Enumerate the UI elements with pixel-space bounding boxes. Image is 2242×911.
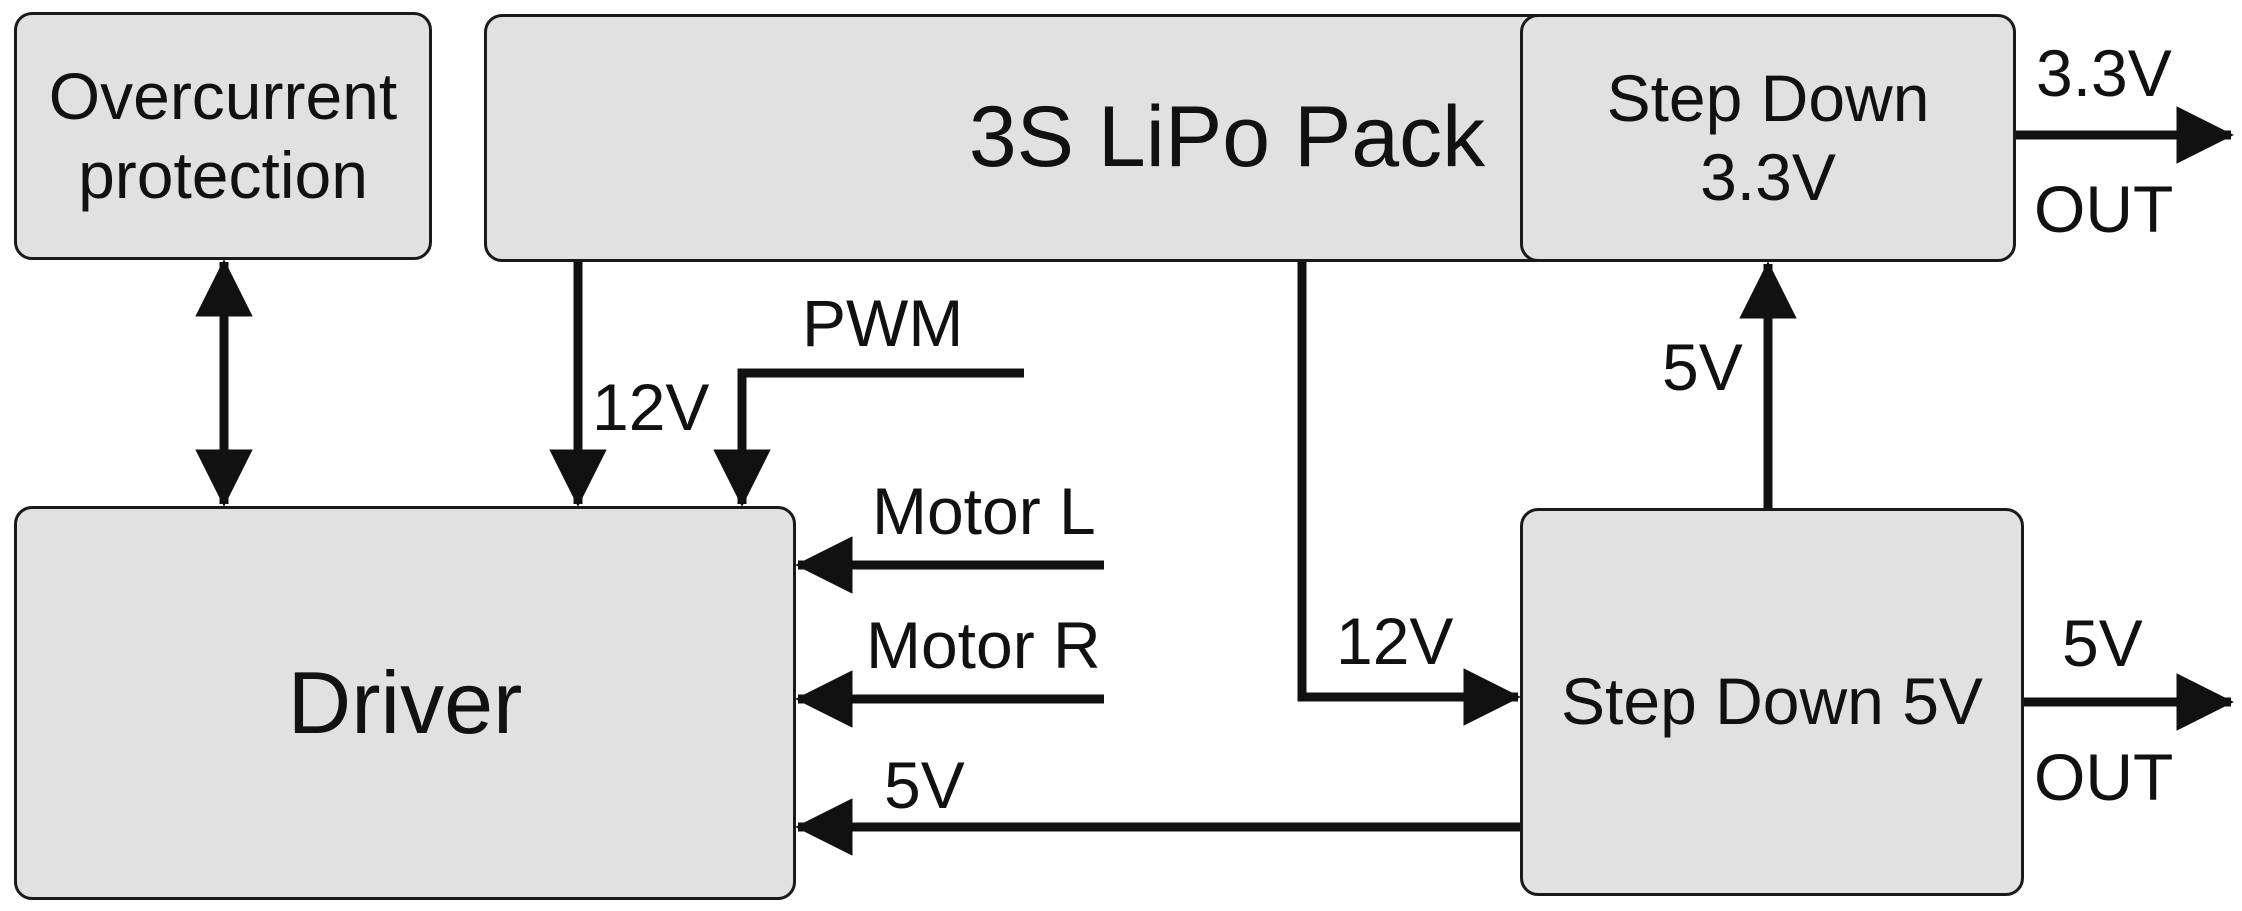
overcurrent-block-line2: protection xyxy=(78,138,368,212)
out-3v3-out-label: OUT xyxy=(2034,172,2174,246)
stepdown-5v-block: Step Down 5V xyxy=(1520,508,2024,896)
out-3v3-voltage-label: 3.3V xyxy=(2036,36,2172,110)
overcurrent-block-line1: Overcurrent xyxy=(48,58,398,133)
motor-r-label: Motor R xyxy=(866,608,1101,682)
driver-block: Driver xyxy=(14,506,796,900)
stepdown-5v-label: Step Down 5V xyxy=(1561,664,1983,739)
lipo-to-stepdown5-12v-arrow xyxy=(1297,262,1521,726)
out-5v-out-label: OUT xyxy=(2034,740,2174,814)
lipo-driver-12v-label: 12V xyxy=(592,370,710,444)
overcurrent-protection-block: Overcurrent protection xyxy=(14,12,432,260)
stepdown-3v3-block: Step Down 3.3V xyxy=(1520,14,2016,262)
motor-l-label: Motor L xyxy=(872,474,1096,548)
stepdown5-stepdown33-5v-label: 5V xyxy=(1662,330,1743,404)
stepdown5-driver-5v-label: 5V xyxy=(884,748,965,822)
out-5v-voltage-label: 5V xyxy=(2062,606,2143,680)
stepdown-3v3-line1: Step Down xyxy=(1606,60,1930,135)
driver-label: Driver xyxy=(287,653,523,753)
pwm-label: PWM xyxy=(802,286,964,360)
lipo-stepdown5-12v-label: 12V xyxy=(1336,604,1454,678)
lipo-pack-label: 3S LiPo Pack xyxy=(968,89,1486,186)
stepdown-3v3-line2: 3.3V xyxy=(1700,140,1836,214)
pwm-to-driver-arrow xyxy=(713,368,1024,507)
